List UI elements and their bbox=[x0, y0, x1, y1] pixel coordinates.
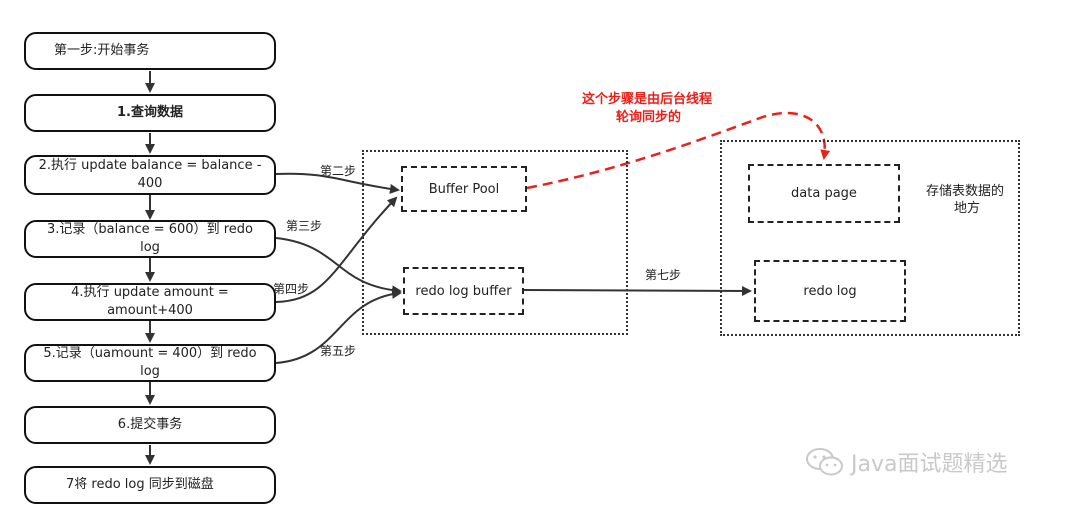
edge-step3 bbox=[275, 237, 402, 296]
edge-label-step7: 第七步 bbox=[645, 268, 682, 282]
wechat-icon bbox=[806, 448, 843, 476]
edge-label-step5: 第五步 bbox=[320, 344, 357, 358]
edge-step4 bbox=[275, 196, 398, 303]
memory-region bbox=[362, 150, 628, 335]
watermark-text: Java面试题精选 bbox=[851, 452, 1008, 477]
edge-label-step3: 第三步 bbox=[286, 219, 323, 233]
edge-step5 bbox=[275, 288, 402, 364]
edge-label-step4: 第四步 bbox=[273, 282, 310, 296]
watermark: Java面试题精选 bbox=[805, 446, 1007, 478]
edge-background-sync bbox=[526, 111, 831, 190]
annotation-line1: 这个步骤是由后台线程 bbox=[582, 92, 713, 107]
step-log-balance: 3.记录（balance = 600）到 redo log bbox=[24, 220, 276, 258]
annotation-line2: 轮询同步的 bbox=[616, 110, 682, 125]
data-page-box: data page bbox=[748, 164, 900, 223]
step-update-amount: 4.执行 update amount = amount+400 bbox=[24, 283, 276, 321]
disk-note-line1: 存储表数据的 bbox=[926, 184, 1005, 199]
redo-log-box: redo log bbox=[754, 260, 906, 322]
step-sync-redo-log: 7将 redo log 同步到磁盘 bbox=[24, 466, 276, 504]
buffer-pool-box: Buffer Pool bbox=[401, 166, 527, 212]
step-start-transaction: 第一步:开始事务 bbox=[24, 32, 276, 70]
step-update-balance: 2.执行 update balance = balance - 400 bbox=[24, 155, 276, 195]
step-log-amount: 5.记录（uamount = 400）到 redo log bbox=[24, 344, 276, 382]
edge-step2 bbox=[275, 172, 400, 194]
disk-region bbox=[720, 140, 1020, 336]
edge-step7 bbox=[523, 285, 752, 296]
disk-note-line2: 地方 bbox=[954, 201, 981, 216]
step-query-data: 1.查询数据 bbox=[24, 94, 276, 132]
edge-label-step2: 第二步 bbox=[320, 164, 357, 178]
step-commit: 6.提交事务 bbox=[24, 406, 276, 444]
redo-log-buffer-box: redo log buffer bbox=[403, 267, 524, 315]
